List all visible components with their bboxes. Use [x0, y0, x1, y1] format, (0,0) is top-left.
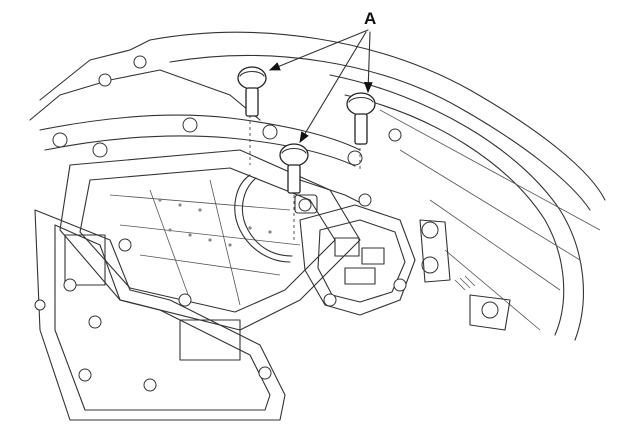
callout-label-a: A: [364, 9, 376, 28]
housing-outline: [29, 31, 606, 341]
callout-arrows: [268, 29, 373, 143]
upper-flange: [39, 55, 363, 167]
lower-left-housing: [34, 209, 286, 421]
valve-body-plates: [59, 149, 361, 331]
solenoid-assembly: [298, 193, 416, 316]
wiring-harness: [234, 174, 366, 263]
right-mounting-points: [388, 128, 511, 331]
alignment-lines: [249, 115, 361, 240]
bolt-right: [346, 92, 376, 145]
bolt-center: [279, 143, 309, 194]
bolt-left: [237, 66, 267, 117]
